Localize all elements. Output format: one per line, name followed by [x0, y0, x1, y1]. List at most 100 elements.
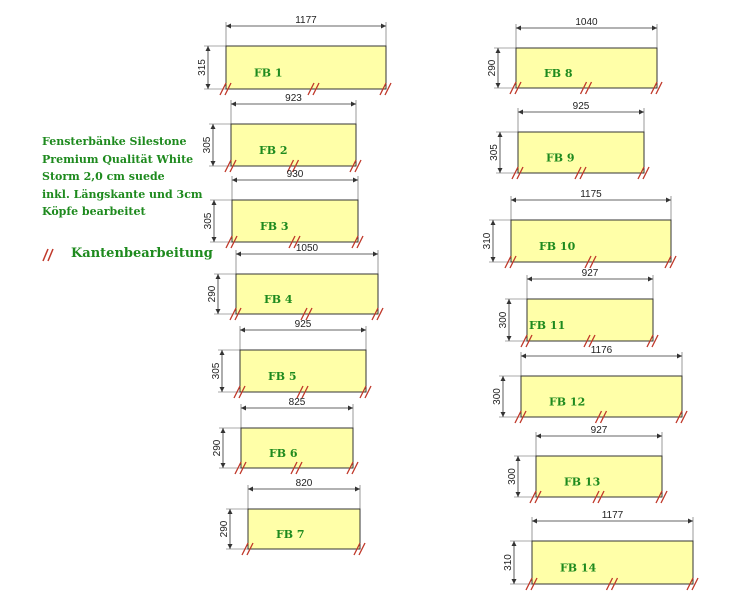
arrow-head	[506, 299, 512, 304]
arrow-head	[511, 197, 516, 203]
edge-mark	[660, 490, 668, 504]
arrow-head	[516, 25, 521, 31]
edge-mark	[680, 410, 688, 424]
depth-label: 290	[207, 285, 218, 302]
board-label: FB 1	[254, 67, 283, 80]
arrow-head	[351, 101, 356, 107]
board-rect	[520, 375, 683, 418]
arrow-head	[506, 336, 512, 341]
edge-mark	[509, 81, 517, 95]
edge-mark	[574, 166, 582, 180]
board-label: FB 5	[268, 370, 297, 383]
arrow-head	[227, 509, 233, 514]
arrow-head	[652, 25, 657, 31]
depth-label: 310	[503, 554, 514, 571]
depth-label: 290	[212, 439, 223, 456]
arrow-head	[381, 23, 386, 29]
length-label: 927	[582, 268, 599, 279]
board-label: FB 10	[539, 240, 576, 253]
arrow-head	[220, 428, 226, 433]
edge-mark	[610, 577, 619, 591]
edge-mark	[224, 82, 232, 96]
edge-mark	[238, 385, 246, 399]
edge-mark	[525, 334, 533, 348]
arrow-head	[215, 309, 221, 314]
board-label: FB 9	[546, 152, 575, 165]
description-line: Fensterbänke Silestone	[42, 135, 187, 148]
arrow-head	[240, 327, 245, 333]
edge-mark-icon	[42, 248, 54, 262]
edge-mark	[646, 334, 654, 348]
description-line: Storm 2,0 cm suede	[42, 170, 165, 183]
arrow-head	[639, 109, 644, 115]
arrow-head	[521, 353, 526, 359]
board-label: FB 3	[260, 220, 289, 233]
board-rect	[526, 298, 654, 342]
edge-mark	[519, 410, 527, 424]
board-label: FB 2	[259, 144, 288, 157]
edge-mark	[234, 461, 242, 475]
arrow-head	[490, 257, 496, 262]
edge-mark	[584, 255, 592, 269]
length-label: 927	[591, 425, 608, 436]
length-label: 1040	[575, 17, 598, 28]
arrow-head	[497, 168, 503, 173]
edge-mark	[290, 461, 298, 475]
board-label: FB 7	[276, 528, 305, 541]
length-label: 930	[287, 169, 304, 180]
arrow-head	[355, 486, 360, 492]
arrow-head	[666, 197, 671, 203]
arrow-head	[227, 544, 233, 549]
edge-mark	[516, 166, 524, 180]
edge-mark	[233, 385, 241, 399]
edge-mark	[384, 82, 392, 96]
edge-mark	[351, 461, 359, 475]
board-label: FB 12	[549, 396, 585, 409]
edge-mark	[637, 166, 645, 180]
edge-mark	[300, 307, 308, 321]
edge-mark	[379, 82, 387, 96]
board-rect	[225, 45, 387, 90]
edge-mark	[364, 385, 372, 399]
board-label: FB 8	[544, 67, 573, 80]
arrow-head	[210, 124, 216, 129]
edge-mark	[376, 307, 384, 321]
edge-mark	[291, 159, 300, 173]
edge-mark	[525, 577, 533, 591]
edge-mark	[686, 577, 694, 591]
edge-mark	[511, 166, 519, 180]
arrow-head	[515, 492, 521, 497]
depth-label: 305	[203, 212, 214, 229]
edge-mark	[642, 166, 650, 180]
edge-mark	[241, 542, 249, 556]
length-label: 820	[296, 478, 313, 489]
arrow-head	[518, 109, 523, 115]
edge-mark	[592, 490, 600, 504]
arrow-head	[500, 412, 506, 417]
board-rect	[240, 427, 354, 469]
arrow-head	[231, 101, 236, 107]
edge-mark	[589, 255, 597, 269]
edge-mark	[301, 385, 309, 399]
arrow-head	[232, 177, 237, 183]
edge-mark	[229, 159, 237, 173]
edge-mark	[353, 542, 361, 556]
edge-mark	[530, 577, 538, 591]
arrow-head	[205, 46, 211, 51]
edge-mark	[234, 307, 242, 321]
description-line: inkl. Längskante und 3cm	[42, 187, 203, 201]
arrow-head	[348, 405, 353, 411]
edge-mark	[359, 385, 367, 399]
description-text: Fensterbänke Silestone Premium Qualität …	[42, 133, 203, 221]
arrow-head	[248, 486, 253, 492]
arrow-head	[511, 541, 517, 546]
edge-mark	[655, 490, 663, 504]
edge-mark	[288, 235, 296, 249]
edge-mark	[224, 159, 232, 173]
edge-mark	[594, 410, 603, 424]
